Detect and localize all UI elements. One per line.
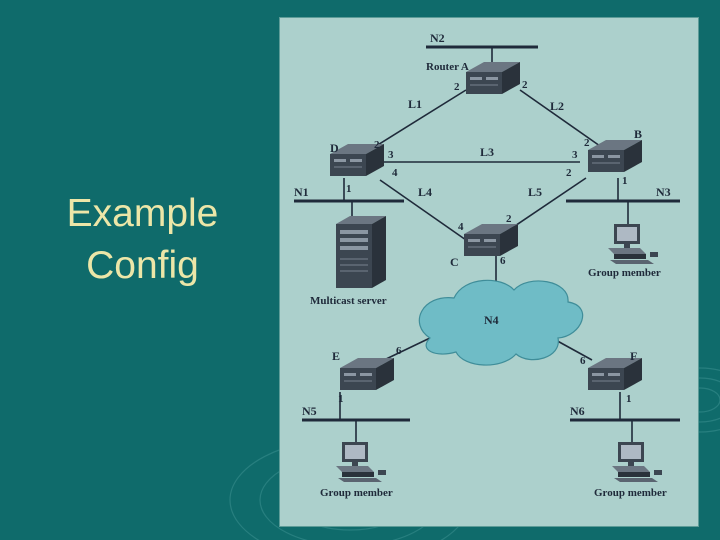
port-c-top: 2 bbox=[506, 213, 512, 225]
router-d-label: D bbox=[330, 141, 339, 155]
link-l4 bbox=[379, 179, 467, 241]
link-l1-label: L1 bbox=[408, 97, 422, 111]
link-l4-label: L4 bbox=[418, 185, 432, 199]
port-a-left: 2 bbox=[454, 81, 460, 93]
router-e-cloud bbox=[383, 337, 431, 361]
group-member-n3-label: Group member bbox=[588, 267, 661, 279]
group-member-n6-icon bbox=[612, 442, 662, 482]
port-d-right: 3 bbox=[388, 149, 394, 161]
network-n4-label: N4 bbox=[484, 313, 499, 327]
link-l5-label: L5 bbox=[528, 185, 542, 199]
router-c-label: C bbox=[450, 255, 459, 269]
group-member-n5-label: Group member bbox=[320, 487, 393, 499]
port-b-left: 3 bbox=[572, 149, 578, 161]
port-c-bottom: 6 bbox=[500, 255, 506, 267]
multicast-server-label: Multicast server bbox=[310, 295, 387, 307]
port-d-bottom: 1 bbox=[346, 183, 352, 195]
port-c-left: 4 bbox=[458, 221, 464, 233]
slide-title-line-1: Example bbox=[66, 192, 219, 235]
router-e-label: E bbox=[332, 349, 340, 363]
network-n5-label: N5 bbox=[302, 404, 317, 418]
group-member-n6-label: Group member bbox=[594, 487, 667, 499]
port-d-lower: 4 bbox=[392, 167, 398, 179]
router-b-label: B bbox=[634, 127, 642, 141]
network-n2-label: N2 bbox=[430, 31, 445, 45]
port-a-right: 2 bbox=[522, 79, 528, 91]
group-member-n3-icon bbox=[608, 224, 658, 264]
port-b-bottom: 1 bbox=[622, 175, 628, 187]
link-l3-label: L3 bbox=[480, 145, 494, 159]
port-f-bottom: 1 bbox=[626, 393, 632, 405]
router-b-icon bbox=[588, 140, 642, 172]
link-l1 bbox=[375, 89, 467, 147]
port-f-left: 6 bbox=[580, 355, 586, 367]
network-n4-cloud bbox=[418, 279, 584, 366]
router-a-label: Router A bbox=[426, 61, 469, 73]
network-n1-label: N1 bbox=[294, 185, 309, 199]
group-member-n5-icon bbox=[336, 442, 386, 482]
link-l2 bbox=[519, 89, 601, 147]
router-c-icon bbox=[464, 224, 518, 256]
port-d-top: 2 bbox=[374, 139, 380, 151]
link-l2-label: L2 bbox=[550, 99, 564, 113]
link-l5 bbox=[505, 177, 587, 233]
network-diagram-panel: N2 N1 N3 N4 N5 N6 Router A D B C E F L1 … bbox=[280, 18, 698, 526]
port-b-lower: 2 bbox=[566, 167, 572, 179]
slide-title-line-2: Config bbox=[86, 244, 199, 287]
slide-title: Example Config bbox=[40, 188, 245, 292]
port-b-left-top: 2 bbox=[584, 137, 590, 149]
port-e-right: 6 bbox=[396, 345, 402, 357]
network-n3-label: N3 bbox=[656, 185, 671, 199]
router-e-icon bbox=[340, 358, 394, 390]
port-e-bottom: 1 bbox=[338, 393, 344, 405]
network-n6-label: N6 bbox=[570, 404, 585, 418]
router-f-label: F bbox=[630, 349, 637, 363]
multicast-server-icon bbox=[336, 216, 386, 288]
router-a-icon bbox=[466, 62, 520, 94]
